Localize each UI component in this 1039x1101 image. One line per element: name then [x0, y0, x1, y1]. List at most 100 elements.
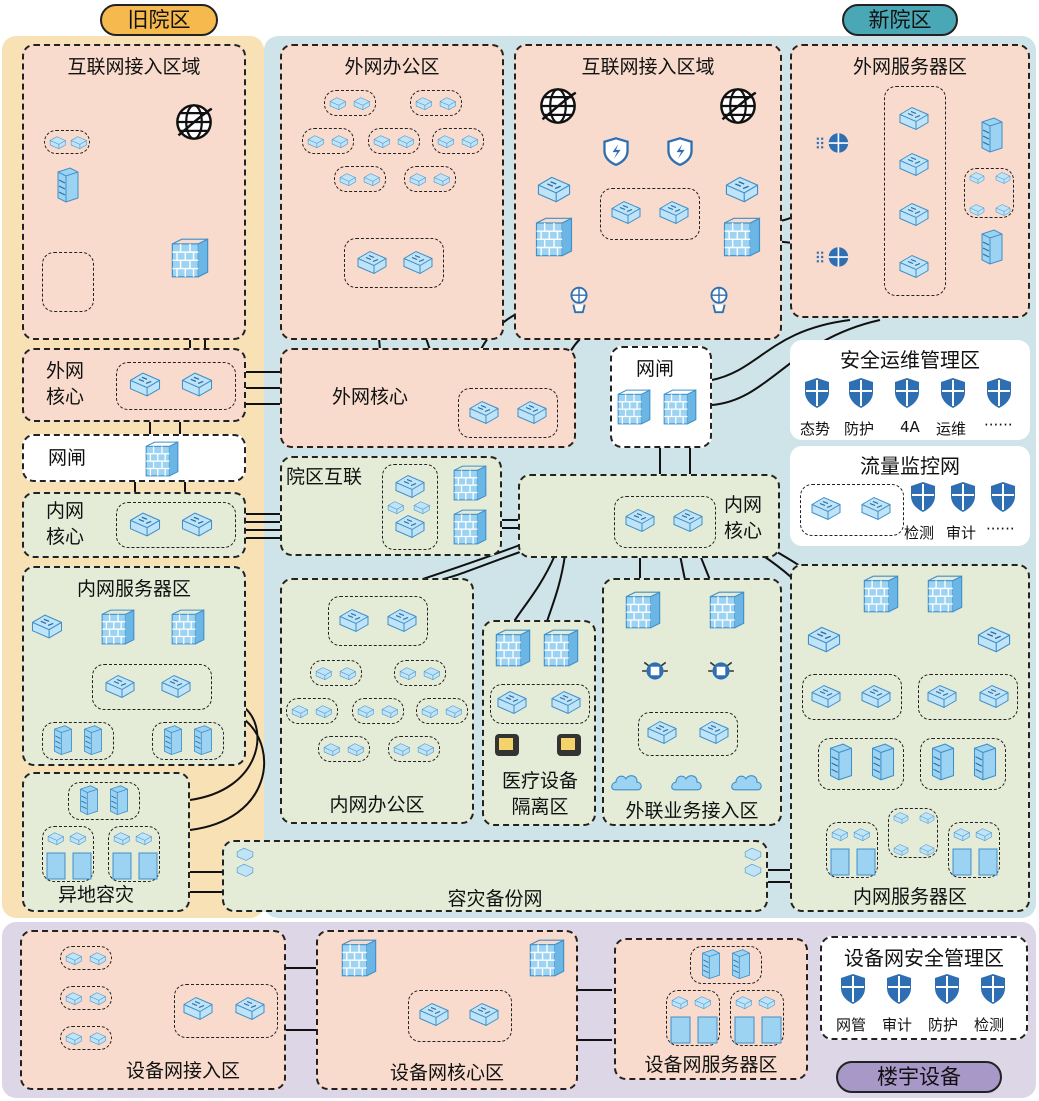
switch-icon: [403, 250, 433, 275]
switch-group: [404, 166, 456, 192]
server-group: [68, 782, 140, 820]
device-security-zone: 设备网安全管理区 网管 审计 防护 检测: [820, 936, 1028, 1040]
switch-group: [328, 596, 428, 646]
device-access-zone: 设备网接入区: [20, 930, 286, 1090]
mini-switch-icon: [399, 667, 440, 681]
switch-icon: [395, 474, 425, 499]
switch-group: [368, 128, 420, 154]
zone-title: 设备网安全管理区: [844, 946, 1004, 970]
mini-switch-icon: [415, 97, 456, 111]
switch-group: [44, 130, 90, 154]
core-switch-group: [116, 502, 236, 548]
load-balancer-icon: [815, 132, 850, 154]
core-switch-group: [614, 496, 716, 548]
switch-group: [410, 90, 462, 116]
storage-icon: [734, 996, 782, 1044]
server-group: [690, 946, 762, 984]
server-icon: [981, 117, 1003, 153]
switch-group: [60, 946, 112, 970]
storage-group: [948, 822, 1000, 878]
mini-switch-icon: [65, 992, 106, 1006]
old-internet-access-zone: 互联网接入区域: [22, 44, 246, 340]
mini-switch-icon: [357, 705, 398, 719]
switch-group: [344, 238, 444, 288]
switch-group: [324, 90, 376, 116]
zone-title: 安全运维管理区: [840, 348, 980, 372]
server-icon: [80, 785, 98, 816]
internet-globe-icon: [176, 104, 213, 140]
core-switch-group: [116, 362, 236, 410]
zone-title: 设备网服务器区: [644, 1054, 778, 1076]
storage-icon: [46, 832, 92, 880]
internet-globe-icon: [540, 88, 577, 124]
switch-icon: [31, 614, 63, 639]
switch-icon: [699, 720, 729, 745]
storage-group: [730, 990, 784, 1046]
mini-switch-icon: [373, 135, 414, 149]
firewall-icon: [535, 217, 573, 257]
switch-icon: [899, 106, 929, 131]
storage-group: [826, 822, 878, 878]
server-icon: [973, 743, 997, 781]
zone-title: 网闸: [636, 358, 675, 380]
switch-icon: [811, 684, 841, 709]
switch-group: [382, 464, 438, 550]
old-campus-label: 旧院区: [100, 4, 218, 36]
core-switch-icon: [419, 1002, 449, 1027]
traffic-monitor-zone: 流量监控网 检测 审计 ······: [790, 446, 1030, 546]
campus-interconnect-zone: 院区互联: [280, 456, 502, 556]
zone-title: 设备网接入区: [125, 1060, 240, 1082]
firewall-icon: [453, 509, 487, 545]
mini-switch-icon: [315, 667, 356, 681]
security-shield-icon: [940, 377, 966, 409]
mini-switch-icon: [49, 136, 87, 150]
switch-icon: [357, 250, 387, 275]
mini-switch-icon: [421, 705, 462, 719]
medical-device-icon: [557, 734, 581, 756]
security-shield-icon: [980, 973, 1006, 1005]
security-shield-icon: [804, 377, 830, 409]
firewall-icon: [529, 939, 565, 977]
new-gap-zone: 网闸: [610, 346, 712, 448]
shield-label: 态势: [800, 420, 831, 438]
router-icon: [537, 176, 571, 203]
switch-icon: [611, 200, 641, 225]
security-shield-icon: [910, 481, 936, 513]
storage-group: [108, 826, 160, 882]
storage-group: [42, 826, 94, 882]
shield-label: 网管: [836, 1016, 867, 1034]
switch-icon: [861, 684, 891, 709]
core-switch-icon: [673, 508, 703, 533]
zone-title: 网闸: [48, 447, 87, 469]
server-icon: [931, 743, 955, 781]
server-icon: [164, 725, 182, 756]
switch-icon: [105, 674, 135, 699]
gap-device-icon: [145, 441, 179, 477]
shield-label: 检测: [974, 1016, 1005, 1034]
shield-label: 审计: [882, 1016, 913, 1034]
zone-title: 外联业务接入区: [625, 800, 759, 822]
gap-device-icon: [663, 389, 697, 425]
security-shield-icon: [840, 973, 866, 1005]
waf-icon: [710, 286, 728, 314]
switch-icon: [811, 496, 841, 521]
server-group: [42, 722, 114, 760]
firewall-icon: [625, 591, 661, 629]
switch-group: [416, 698, 468, 724]
mini-switch-icon: [323, 743, 364, 757]
switch-ring-group: [888, 808, 938, 858]
switch-group: [490, 684, 590, 724]
gap-device-icon: [617, 389, 651, 425]
old-lan-server-zone: 内网服务器区: [22, 566, 246, 766]
new-campus-label: 新院区: [842, 4, 958, 36]
mini-switch-icon: [65, 952, 106, 966]
core-switch-group: [408, 990, 512, 1042]
security-shield-icon: [950, 481, 976, 513]
shield-label: 防护: [844, 420, 875, 438]
lan-office-zone: 内网办公区: [280, 578, 474, 824]
router-icon: [807, 626, 841, 653]
firewall-icon: [495, 629, 531, 667]
mini-switch-icon: [437, 135, 478, 149]
zone-title: 外网办公区: [344, 56, 440, 78]
vpn-gateway-icon: [707, 661, 735, 681]
